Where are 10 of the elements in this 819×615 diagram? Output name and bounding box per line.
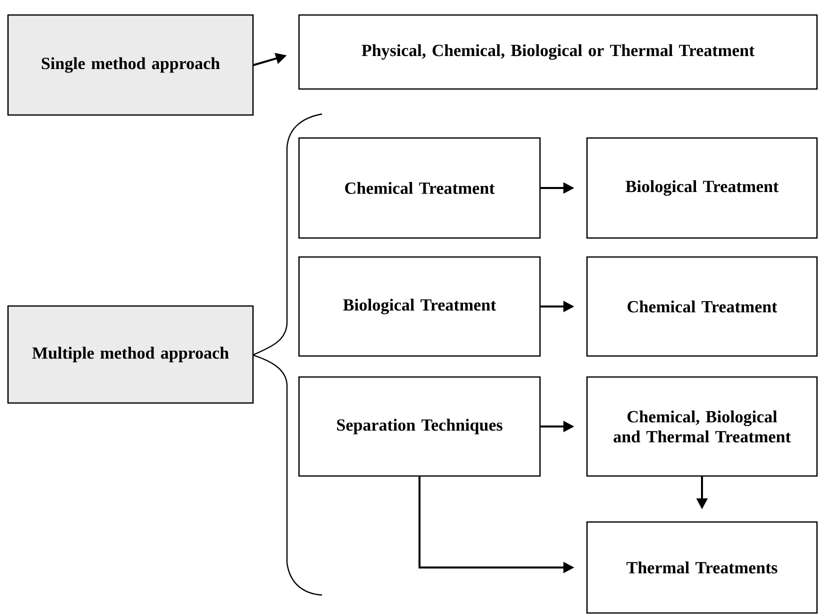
treatment-box: Biological Treatment (586, 137, 818, 239)
method-box: Multiple method approach (7, 305, 254, 404)
method-box: Single method approach (7, 14, 254, 116)
treatment-box: Separation Techniques (298, 376, 541, 477)
treatment-box: Chemical Treatment (586, 256, 818, 357)
treatment-box: Biological Treatment (298, 256, 541, 357)
treatment-box: Chemical Treatment (298, 137, 541, 239)
treatment-box: Physical, Chemical, Biological or Thermal Treatment (298, 14, 818, 90)
treatment-box: Thermal Treatments (586, 521, 818, 614)
treatment-box: Chemical, Biological and Thermal Treatment (586, 376, 818, 477)
